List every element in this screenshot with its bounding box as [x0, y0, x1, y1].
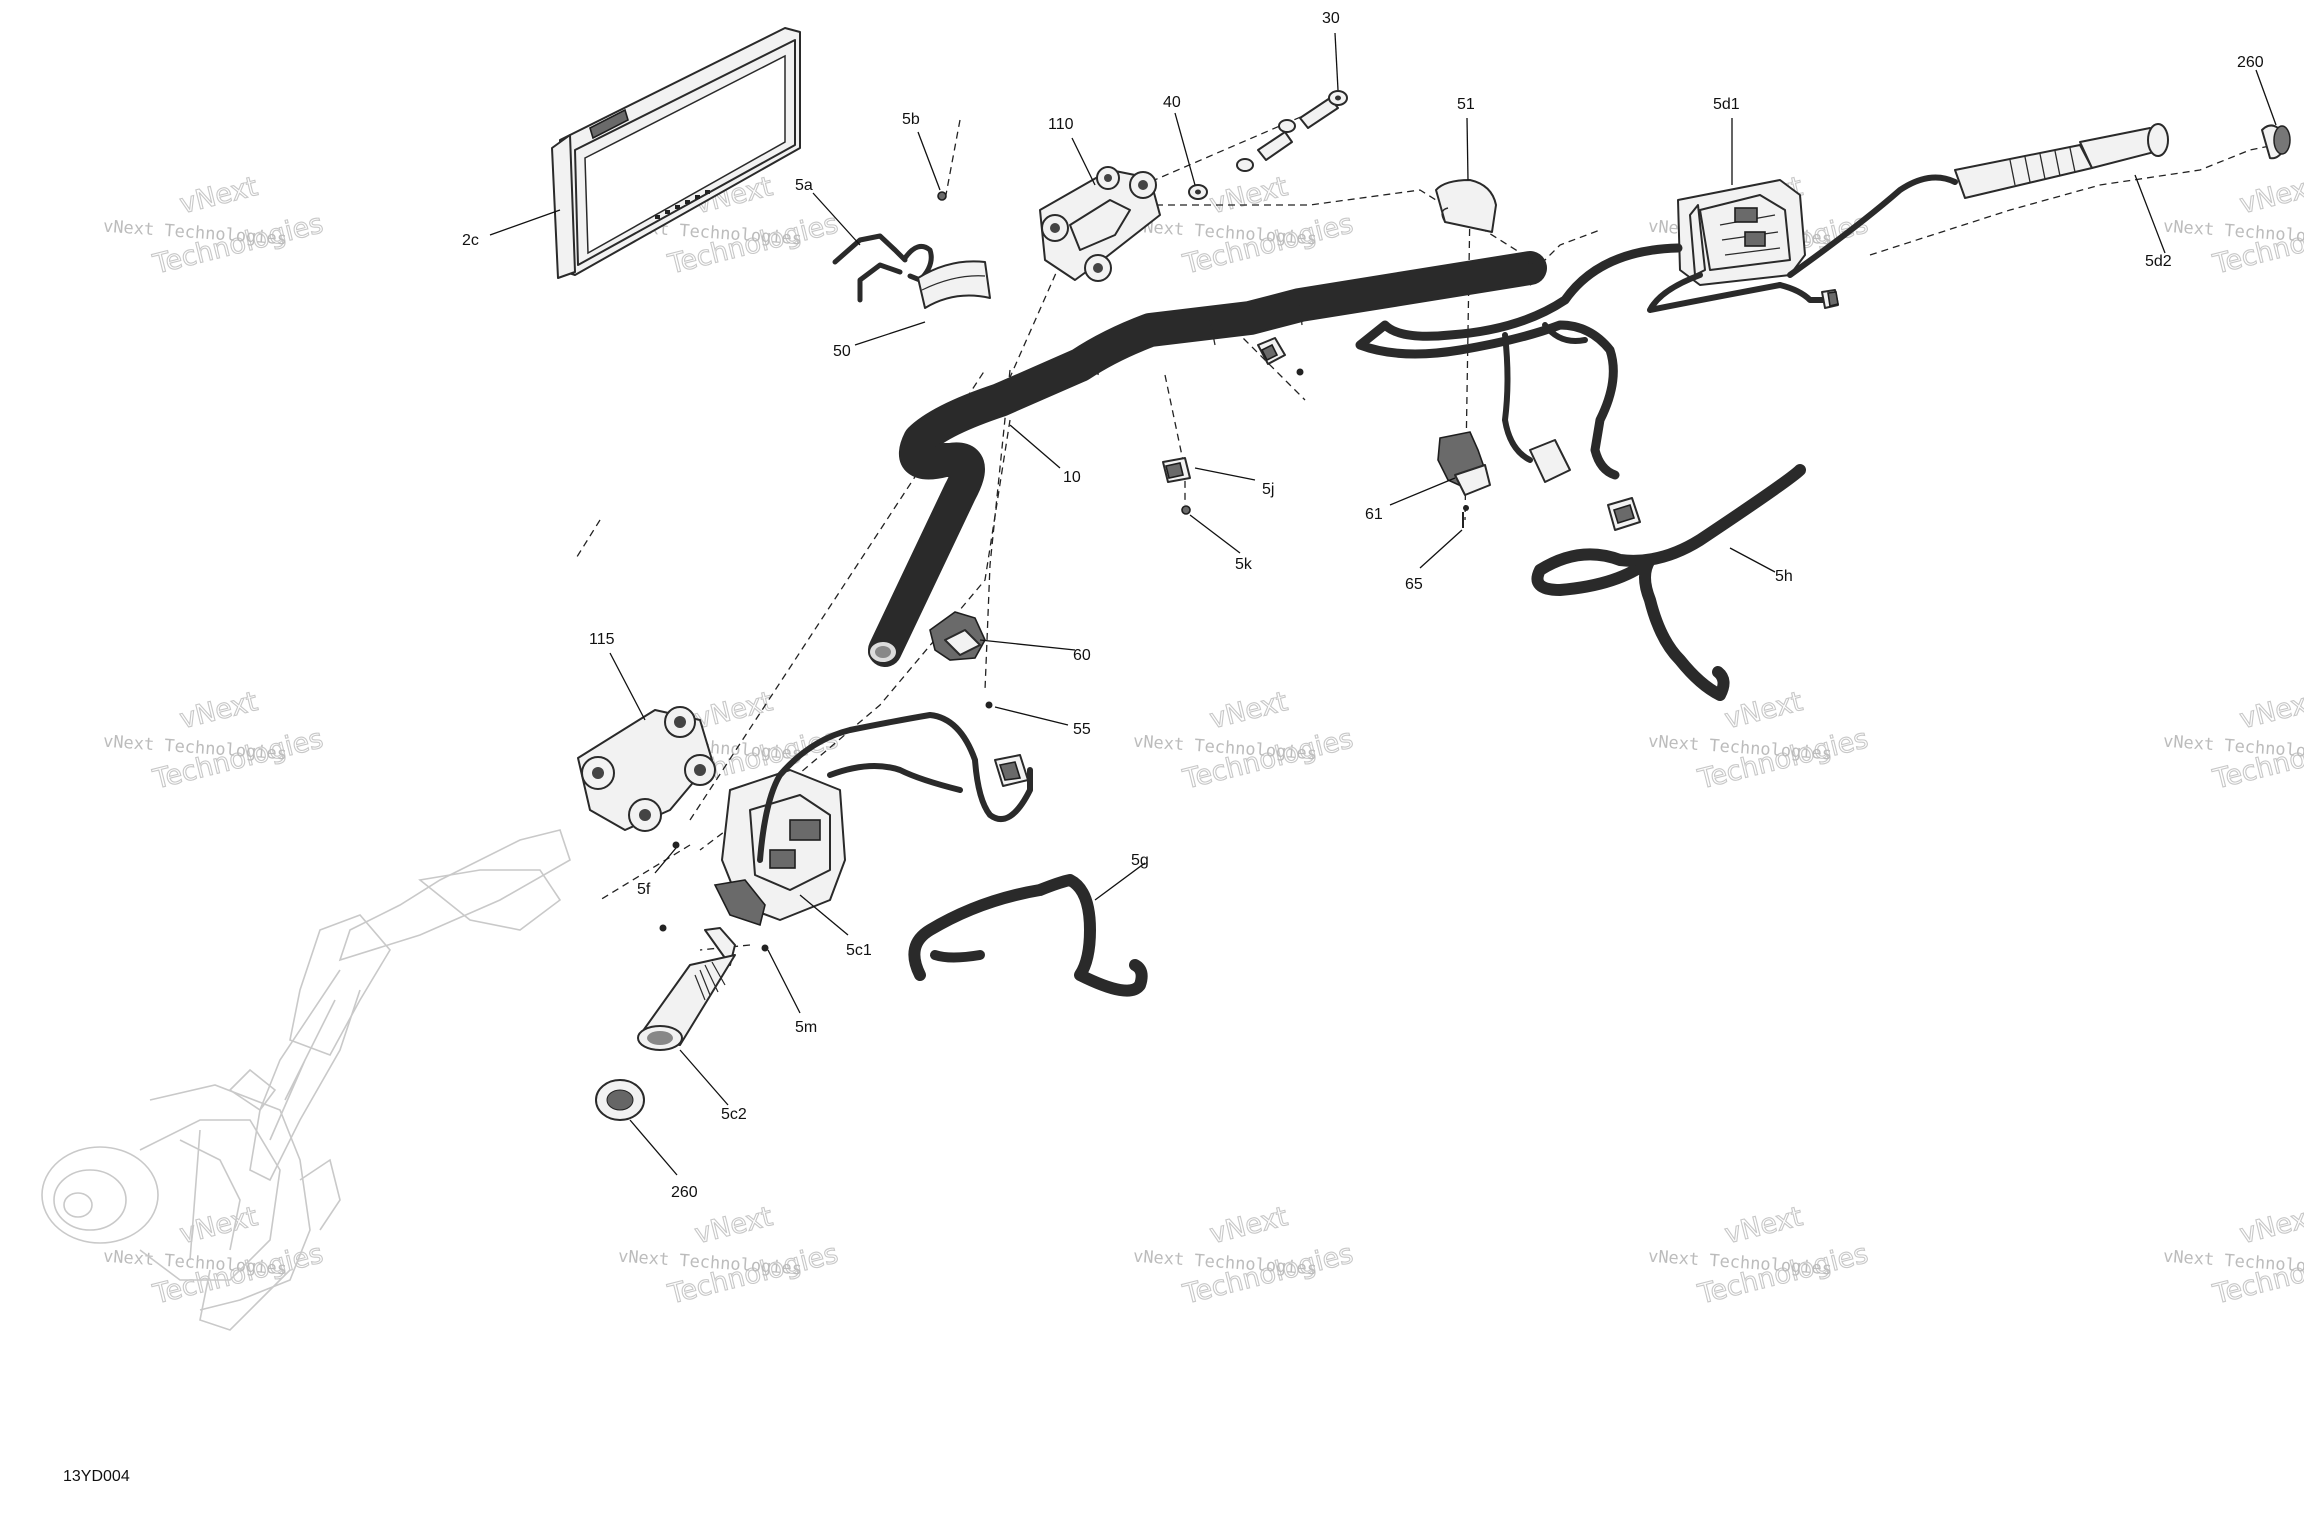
watermark-line0: vNext	[1722, 1201, 1806, 1250]
callout-labels: 2c 5a 5b 110 40 30 51 5d1 260 50 10 5j 5…	[462, 10, 2264, 1201]
right-grip-5d2	[1787, 123, 2291, 278]
clamp-cover-50	[917, 260, 991, 309]
callout-65: 65	[1405, 576, 1423, 593]
callout-51: 51	[1457, 96, 1475, 113]
watermark-line0: vNext	[177, 686, 261, 735]
callout-115: 115	[589, 631, 615, 648]
watermark-line0: vNext	[177, 171, 261, 220]
left-grip-5c2	[595, 924, 769, 1121]
callout-5a: 5a	[795, 177, 813, 194]
right-switch-housing-5d1	[1677, 179, 1806, 286]
callout-5c1: 5c1	[846, 942, 872, 959]
watermark-line0: vNext	[692, 1201, 776, 1250]
watermark-line0: vNext	[692, 686, 776, 735]
callout-260-right: 260	[2237, 54, 2264, 71]
watermark-line0: vNext	[1207, 1201, 1291, 1250]
callout-5d2: 5d2	[2145, 253, 2172, 270]
callout-5c2: 5c2	[721, 1106, 747, 1123]
drawing-code: 13YD004	[63, 1468, 130, 1485]
watermark-line0: vNext	[2237, 686, 2304, 735]
callout-260-left: 260	[671, 1184, 698, 1201]
callout-10: 10	[1063, 469, 1081, 486]
callout-5k: 5k	[1235, 556, 1253, 573]
handlebar-clamp-110	[1039, 166, 1161, 282]
handlebar-clamp-115	[577, 706, 716, 832]
callout-50: 50	[833, 343, 851, 360]
callout-5b: 5b	[902, 111, 920, 128]
watermark-line0: vNext	[2237, 1201, 2304, 1250]
steering-column-ghost	[41, 829, 571, 1331]
washer-spacer-40-30	[1188, 90, 1348, 200]
switch-bracket-60	[929, 611, 993, 709]
wire-clip-5j	[1162, 337, 1304, 515]
callout-40: 40	[1163, 94, 1181, 111]
watermark-line0: vNext	[177, 1201, 261, 1250]
callout-60: 60	[1073, 647, 1091, 664]
callout-55: 55	[1073, 721, 1091, 738]
callout-5g: 5g	[1131, 852, 1149, 869]
callout-5h: 5h	[1775, 568, 1793, 585]
leader-lines	[489, 32, 2277, 1176]
callout-5j: 5j	[1262, 481, 1274, 498]
watermark-line0: vNext	[1207, 171, 1291, 220]
callout-110: 110	[1048, 116, 1074, 133]
callout-30: 30	[1322, 10, 1340, 27]
harness-5g	[908, 874, 1148, 997]
callout-61: 61	[1365, 506, 1383, 523]
watermark-line0: vNext	[2237, 171, 2304, 220]
switch-bracket-61	[1437, 431, 1491, 528]
right-harness	[1355, 243, 1839, 531]
switch-cover-51	[1435, 179, 1497, 233]
left-switch-housing-5c1	[672, 712, 1033, 927]
callout-5d1: 5d1	[1713, 96, 1740, 113]
callout-2c: 2c	[462, 232, 479, 249]
harness-5h	[1531, 464, 1806, 701]
display-unit-2c	[551, 27, 801, 279]
callout-5m: 5m	[795, 1019, 817, 1036]
callout-5f: 5f	[637, 881, 651, 898]
handlebar-10	[868, 251, 1547, 667]
watermark-line0: vNext	[1722, 686, 1806, 735]
watermark-line0: vNext	[1207, 686, 1291, 735]
